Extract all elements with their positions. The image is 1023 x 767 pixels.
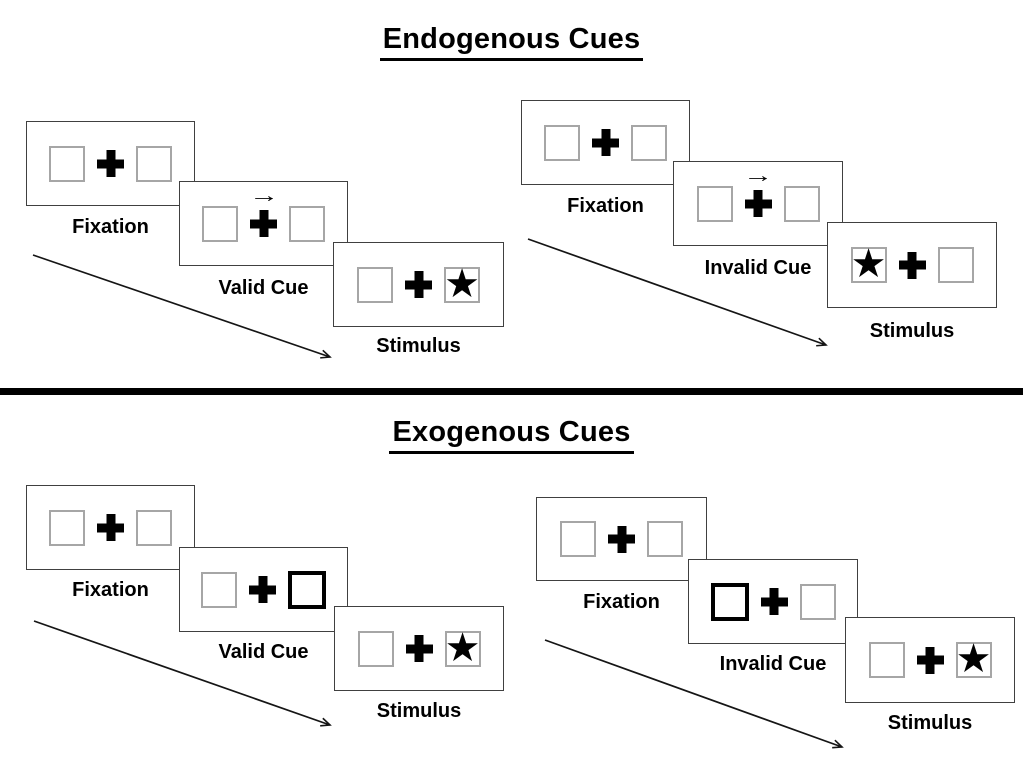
left-placeholder-box — [696, 185, 733, 222]
section-title-text: Exogenous Cues — [389, 415, 634, 454]
panel-label: Stimulus — [869, 320, 955, 342]
left-placeholder-box — [357, 266, 393, 303]
star-target-box: ★ — [444, 261, 480, 306]
fixation-cross-icon — [406, 635, 433, 662]
exo-invalid-fixation-panel — [536, 497, 707, 581]
fixation-cross-icon — [592, 129, 619, 156]
right-placeholder-box — [136, 145, 172, 182]
endo-invalid-cue-panel: → — [673, 161, 843, 246]
star-icon: ★ — [444, 261, 480, 306]
endo-valid-fixation-panel — [26, 121, 195, 206]
left-placeholder-box — [201, 571, 237, 608]
section-divider — [0, 388, 1023, 395]
endo-valid-cue-panel: → — [179, 181, 348, 266]
left-placeholder-box — [544, 124, 580, 161]
fixation-cross-icon — [97, 150, 124, 177]
right-placeholder-box — [937, 247, 974, 283]
panel-label: Stimulus — [887, 712, 973, 734]
exogenous-section-title: Exogenous Cues — [0, 415, 1023, 454]
fixation-cross-icon — [405, 271, 432, 298]
highlighted-cue-box — [288, 570, 326, 609]
right-arrow-icon: → — [743, 165, 773, 187]
exo-valid-stimulus-panel: ★ — [334, 606, 504, 691]
exo-invalid-cue-panel — [688, 559, 858, 644]
timeline-arrow — [544, 639, 844, 749]
section-title-text: Endogenous Cues — [379, 22, 644, 61]
fixation-cross-icon: → — [743, 166, 773, 217]
star-target-box: ★ — [444, 625, 481, 670]
right-arrow-icon: → — [248, 185, 279, 207]
exo-valid-fixation-panel — [26, 485, 195, 570]
fixation-cross-icon — [249, 576, 276, 603]
fixation-cross-icon — [917, 647, 944, 674]
left-placeholder-box — [49, 145, 85, 182]
panel-label: Valid Cue — [218, 641, 309, 663]
timeline-arrow — [32, 254, 332, 359]
star-target-box: ★ — [955, 637, 992, 681]
timeline-arrow — [527, 238, 828, 347]
endogenous-section-title: Endogenous Cues — [0, 22, 1023, 61]
right-placeholder-box — [783, 185, 820, 222]
right-placeholder-box — [799, 583, 836, 620]
left-placeholder-box — [560, 521, 596, 557]
timeline-arrow — [33, 620, 332, 727]
panel-label: Stimulus — [376, 335, 461, 357]
left-placeholder-box — [202, 205, 238, 242]
right-placeholder-box — [647, 521, 683, 557]
left-placeholder-box — [868, 642, 905, 678]
panel-label: Invalid Cue — [704, 257, 812, 279]
left-placeholder-box — [49, 509, 85, 546]
panel-label: Valid Cue — [218, 277, 309, 299]
left-placeholder-box — [357, 630, 394, 667]
fixation-cross-icon — [97, 514, 124, 541]
right-placeholder-box — [289, 205, 325, 242]
star-icon: ★ — [955, 637, 992, 681]
right-placeholder-box — [631, 124, 667, 161]
panel-label: Fixation — [583, 591, 660, 613]
star-icon: ★ — [444, 625, 481, 670]
right-placeholder-box — [136, 509, 172, 546]
panel-label: Fixation — [72, 216, 149, 238]
fixation-cross-icon — [899, 252, 926, 279]
star-target-box: ★ — [850, 242, 887, 286]
panel-label: Fixation — [567, 195, 644, 217]
endo-invalid-fixation-panel — [521, 100, 690, 185]
fixation-cross-icon — [608, 526, 635, 553]
exo-valid-cue-panel — [179, 547, 348, 632]
fixation-cross-icon: → — [249, 186, 279, 237]
endo-invalid-stimulus-panel: ★ — [827, 222, 997, 308]
panel-label: Stimulus — [376, 700, 462, 722]
panel-label: Fixation — [72, 579, 149, 601]
panel-label: Invalid Cue — [719, 653, 827, 675]
endo-valid-stimulus-panel: ★ — [333, 242, 504, 327]
star-icon: ★ — [850, 242, 887, 286]
exo-invalid-stimulus-panel: ★ — [845, 617, 1015, 703]
highlighted-cue-box — [710, 582, 749, 621]
fixation-cross-icon — [761, 588, 788, 615]
